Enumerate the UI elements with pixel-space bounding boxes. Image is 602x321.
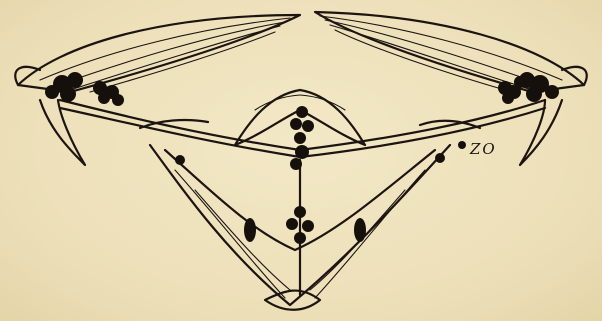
figure-label: ZO <box>470 140 497 158</box>
berry-clusters <box>45 72 559 244</box>
lower-frame <box>150 145 450 310</box>
